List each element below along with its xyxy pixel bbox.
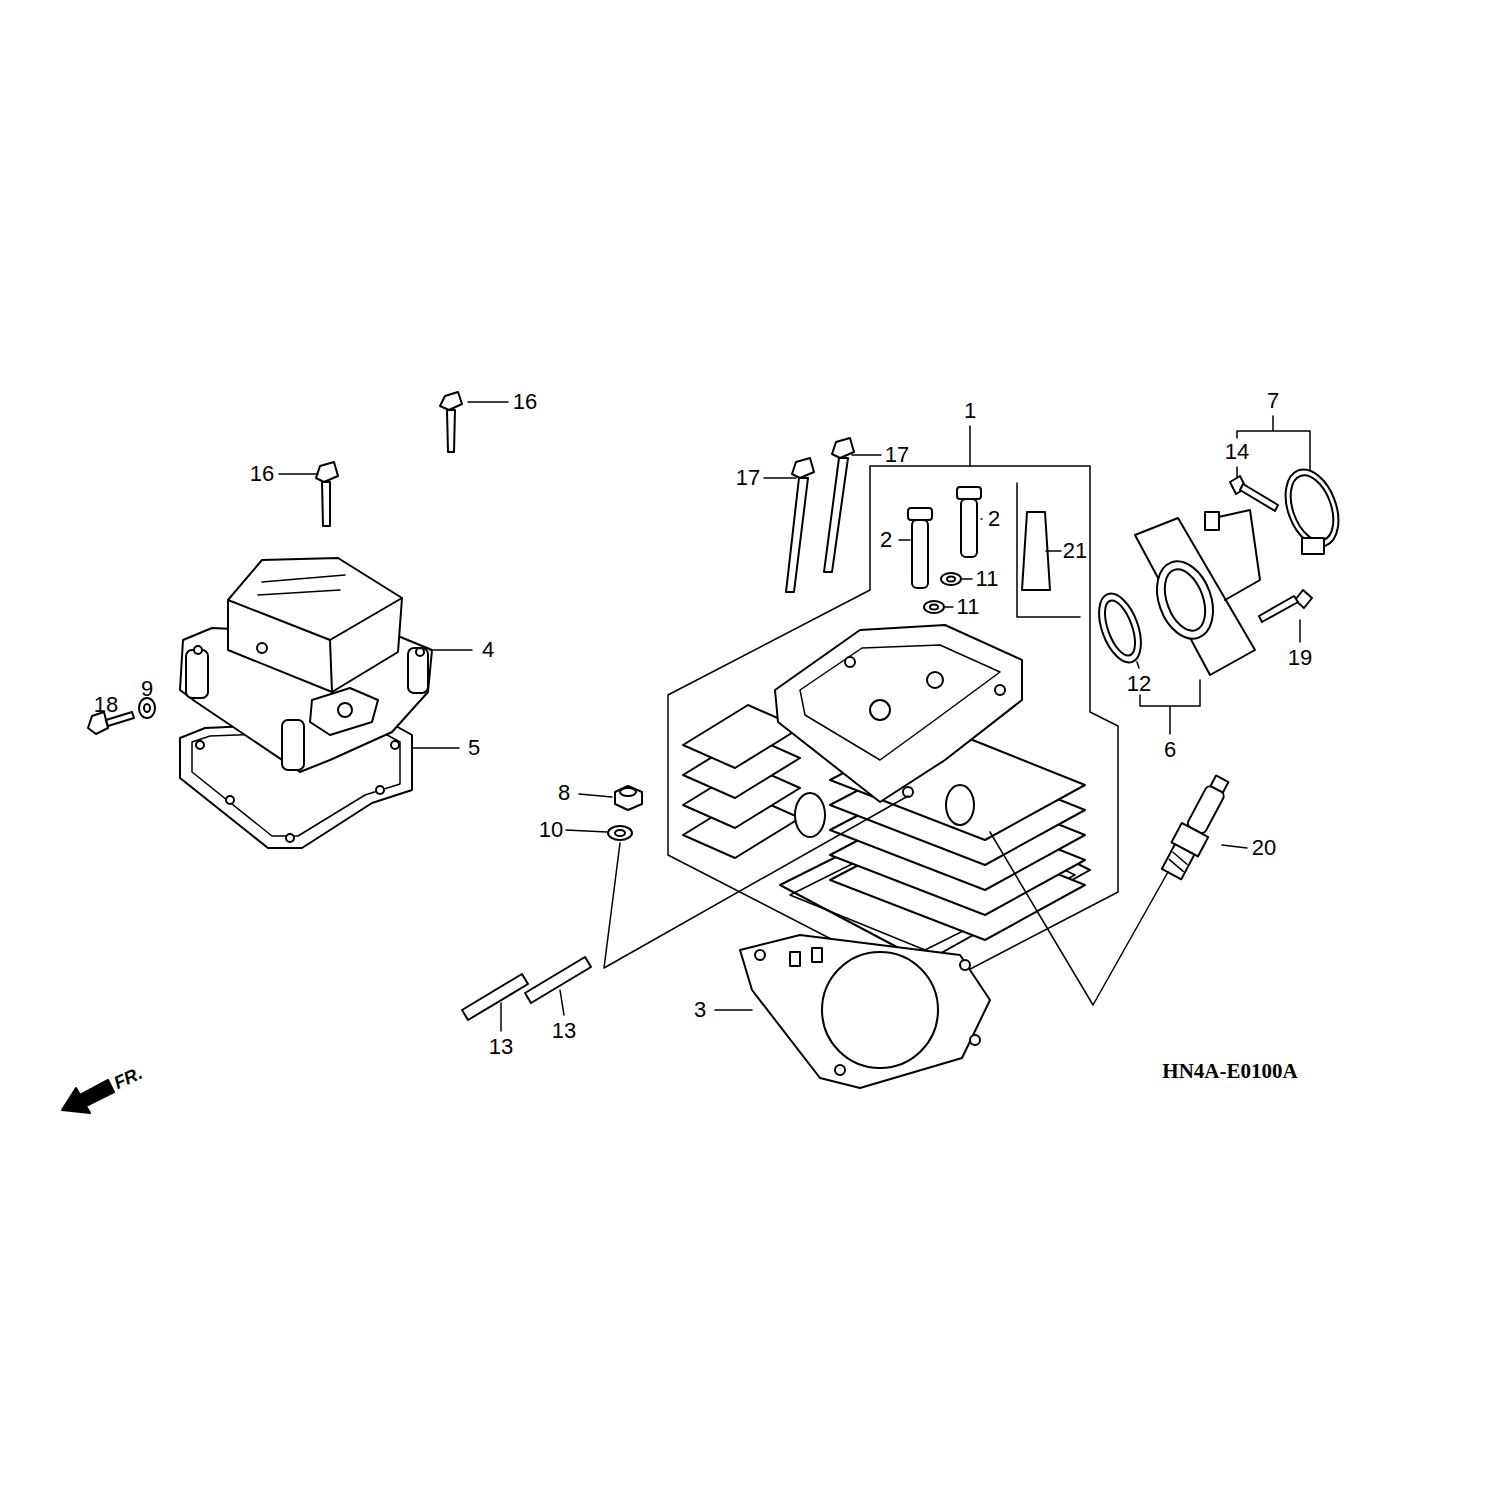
callout-number: 5 bbox=[468, 737, 480, 759]
callout-number: 4 bbox=[482, 639, 494, 661]
direction-label: FR. bbox=[111, 1064, 145, 1093]
callout-number: 7 bbox=[1267, 390, 1279, 412]
head-gasket bbox=[740, 935, 990, 1088]
callout-number: 14 bbox=[1225, 441, 1249, 463]
callout-number: 16 bbox=[250, 463, 274, 485]
callout-number: 20 bbox=[1252, 837, 1276, 859]
callout-number: 8 bbox=[558, 782, 570, 804]
valve-guides bbox=[908, 487, 1050, 613]
cover-bolts bbox=[88, 392, 462, 734]
callout-number: 21 bbox=[1063, 540, 1087, 562]
cylinder-head bbox=[683, 625, 1090, 962]
intake-insulator bbox=[1091, 462, 1348, 675]
callout-number: 12 bbox=[1127, 673, 1151, 695]
callout-number: 11 bbox=[976, 568, 999, 590]
callout-number: 13 bbox=[552, 1020, 576, 1042]
cylinder-head-cover bbox=[180, 558, 432, 772]
drawing-code: HN4A-E0100A bbox=[1162, 1061, 1297, 1082]
callout-number: 3 bbox=[694, 999, 706, 1021]
front-arrow bbox=[62, 1080, 114, 1113]
callout-number: 2 bbox=[988, 508, 1000, 530]
callout-number: 10 bbox=[539, 819, 563, 841]
callout-number: 6 bbox=[1164, 739, 1176, 761]
callout-number: 2 bbox=[880, 529, 892, 551]
callout-number: 16 bbox=[513, 391, 537, 413]
group-bracket bbox=[668, 466, 1118, 990]
callout-number: 13 bbox=[489, 1036, 513, 1058]
callout-number: 11 bbox=[957, 596, 980, 618]
callout-number: 19 bbox=[1288, 647, 1312, 669]
callout-number: 9 bbox=[141, 678, 153, 700]
callout-number: 18 bbox=[94, 694, 118, 716]
callout-number: 1 bbox=[964, 400, 976, 422]
callout-number: 17 bbox=[736, 467, 760, 489]
head-bolts bbox=[786, 438, 854, 592]
fasteners bbox=[462, 786, 642, 1020]
callout-number: 17 bbox=[885, 444, 909, 466]
leader-lines bbox=[279, 402, 1310, 1031]
spark-plug bbox=[1158, 772, 1235, 881]
